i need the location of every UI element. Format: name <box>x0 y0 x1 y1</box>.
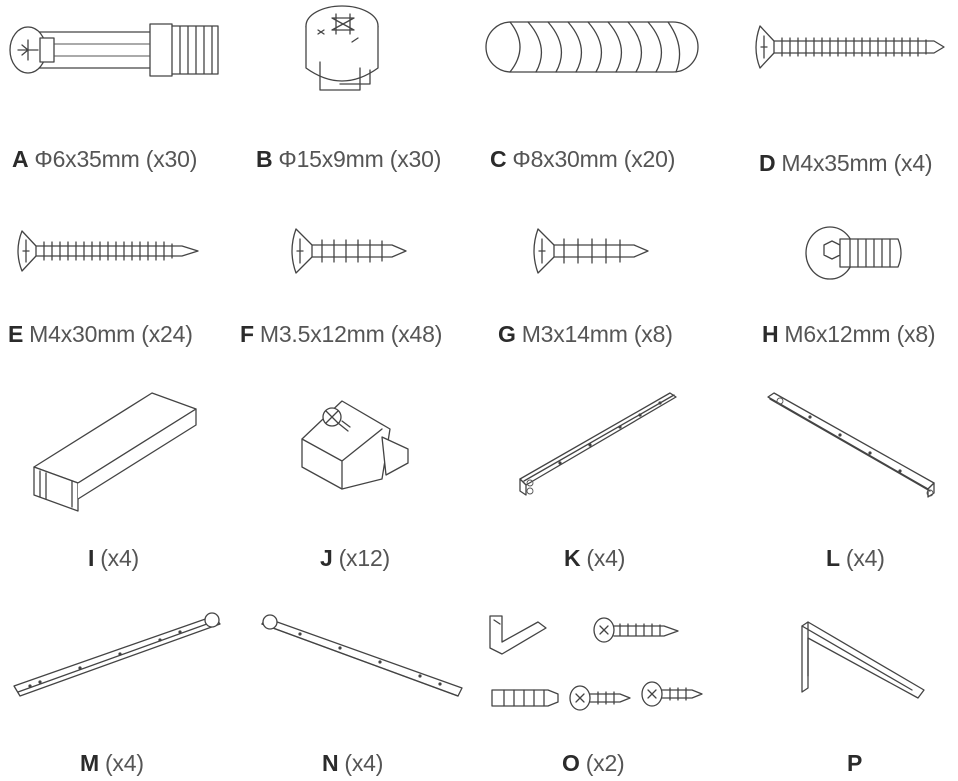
long-screw-icon <box>755 25 945 69</box>
part-i: I(x4) <box>0 375 240 575</box>
part-g-spec: M3x14mm (x8) <box>521 321 673 347</box>
part-d-spec: M4x35mm (x4) <box>781 150 933 176</box>
part-o-letter: O <box>562 750 580 776</box>
part-a-letter: A <box>12 146 29 172</box>
part-k-letter: K <box>564 545 581 571</box>
part-c-letter: C <box>490 146 507 172</box>
part-n: N(x4) <box>240 590 480 781</box>
part-n-letter: N <box>322 750 339 776</box>
hex-key-icon <box>801 621 925 699</box>
part-j-letter: J <box>320 545 333 571</box>
corner-block-icon <box>301 400 409 490</box>
part-d-letter: D <box>759 150 776 176</box>
part-l-spec: (x4) <box>845 545 885 571</box>
screw-icon <box>17 230 199 272</box>
part-l-letter: L <box>826 545 840 571</box>
part-j-spec: (x12) <box>338 545 391 571</box>
short-screw-icon <box>291 228 407 274</box>
part-c-spec: Φ8x30mm (x20) <box>512 146 676 172</box>
part-i-spec: (x4) <box>100 545 140 571</box>
part-e-spec: M4x30mm (x24) <box>29 321 193 347</box>
drawer-rail-icon <box>767 392 935 498</box>
part-a-spec: Φ6x35mm (x30) <box>34 146 198 172</box>
drawer-rail-icon <box>261 614 463 697</box>
part-o-spec: (x2) <box>585 750 625 776</box>
wood-dowel-icon <box>485 21 699 73</box>
part-p: P <box>720 590 958 781</box>
part-m-letter: M <box>80 750 99 776</box>
part-f-spec: M3.5x12mm (x48) <box>259 321 443 347</box>
part-l: L(x4) <box>720 375 958 575</box>
part-m: M(x4) <box>0 590 240 781</box>
part-h-spec: M6x12mm (x8) <box>784 321 936 347</box>
part-p-letter: P <box>847 750 863 776</box>
part-n-spec: (x4) <box>344 750 384 776</box>
cam-bolt-icon <box>9 23 219 77</box>
anti-tip-kit-icon <box>489 615 703 711</box>
hex-bolt-icon <box>805 226 902 280</box>
drawer-rail-icon <box>13 612 221 697</box>
part-b-letter: B <box>256 146 273 172</box>
part-f-letter: F <box>240 321 254 347</box>
part-g-letter: G <box>498 321 516 347</box>
handle-profile-icon <box>33 392 197 512</box>
short-screw-icon <box>533 228 649 274</box>
part-k: K(x4) <box>480 375 720 575</box>
part-b-spec: Φ15x9mm (x30) <box>278 146 442 172</box>
cam-lock-icon <box>305 5 379 91</box>
part-e-letter: E <box>8 321 24 347</box>
part-h-letter: H <box>762 321 779 347</box>
drawer-rail-icon <box>519 392 677 496</box>
part-k-spec: (x4) <box>586 545 626 571</box>
part-j: J(x12) <box>240 375 480 575</box>
part-i-letter: I <box>88 545 95 571</box>
part-m-spec: (x4) <box>104 750 144 776</box>
part-o: O(x2) <box>480 590 720 781</box>
